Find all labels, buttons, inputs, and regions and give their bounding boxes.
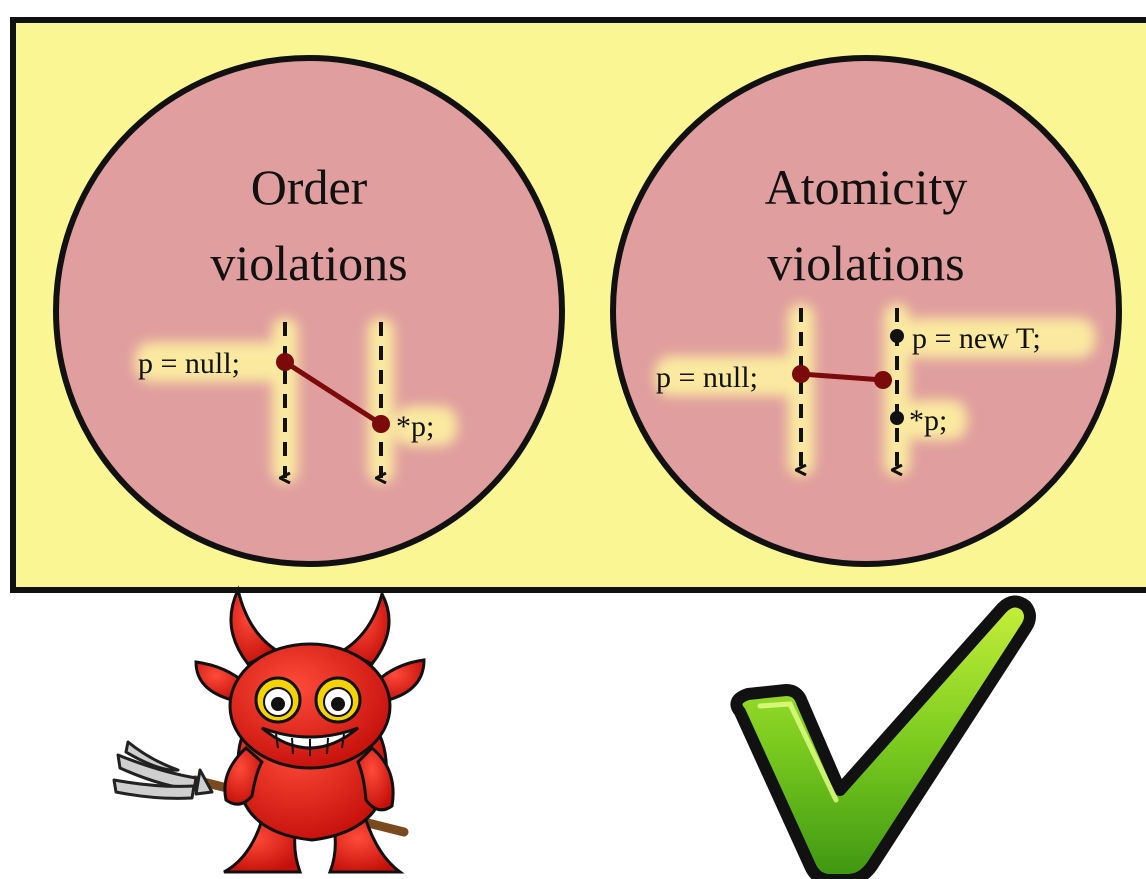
order-node-read — [372, 415, 390, 433]
devil-icon — [112, 585, 426, 874]
order-dependency-edge — [283, 359, 383, 427]
atomicity-node-null — [792, 365, 810, 383]
atomicity-node-new — [890, 329, 904, 343]
order-node-write — [276, 353, 294, 371]
atomicity-title-line2: violations — [767, 235, 964, 291]
order-title-line2: violations — [210, 235, 407, 291]
order-label-deref: *p; — [396, 410, 434, 443]
atomicity-title-line1: Atomicity — [765, 159, 968, 215]
atomicity-node-deref — [890, 411, 904, 425]
order-label-null: p = null; — [138, 347, 240, 380]
order-title-line1: Order — [251, 159, 368, 215]
atomicity-label-null: p = null; — [656, 361, 758, 394]
atomicity-node-target — [874, 371, 892, 389]
atomicity-violations-group: Atomicity violations p = null; p = new T… — [610, 55, 1122, 567]
atomicity-label-new: p = new T; — [912, 322, 1041, 355]
atomicity-interleave-edge — [800, 371, 884, 383]
order-violations-circle — [53, 55, 565, 567]
order-violations-group: Order violations p = null; *p; — [53, 55, 565, 567]
atomicity-violations-circle — [610, 55, 1122, 567]
checkmark-icon — [730, 595, 1036, 879]
atomicity-label-deref: *p; — [909, 404, 947, 437]
